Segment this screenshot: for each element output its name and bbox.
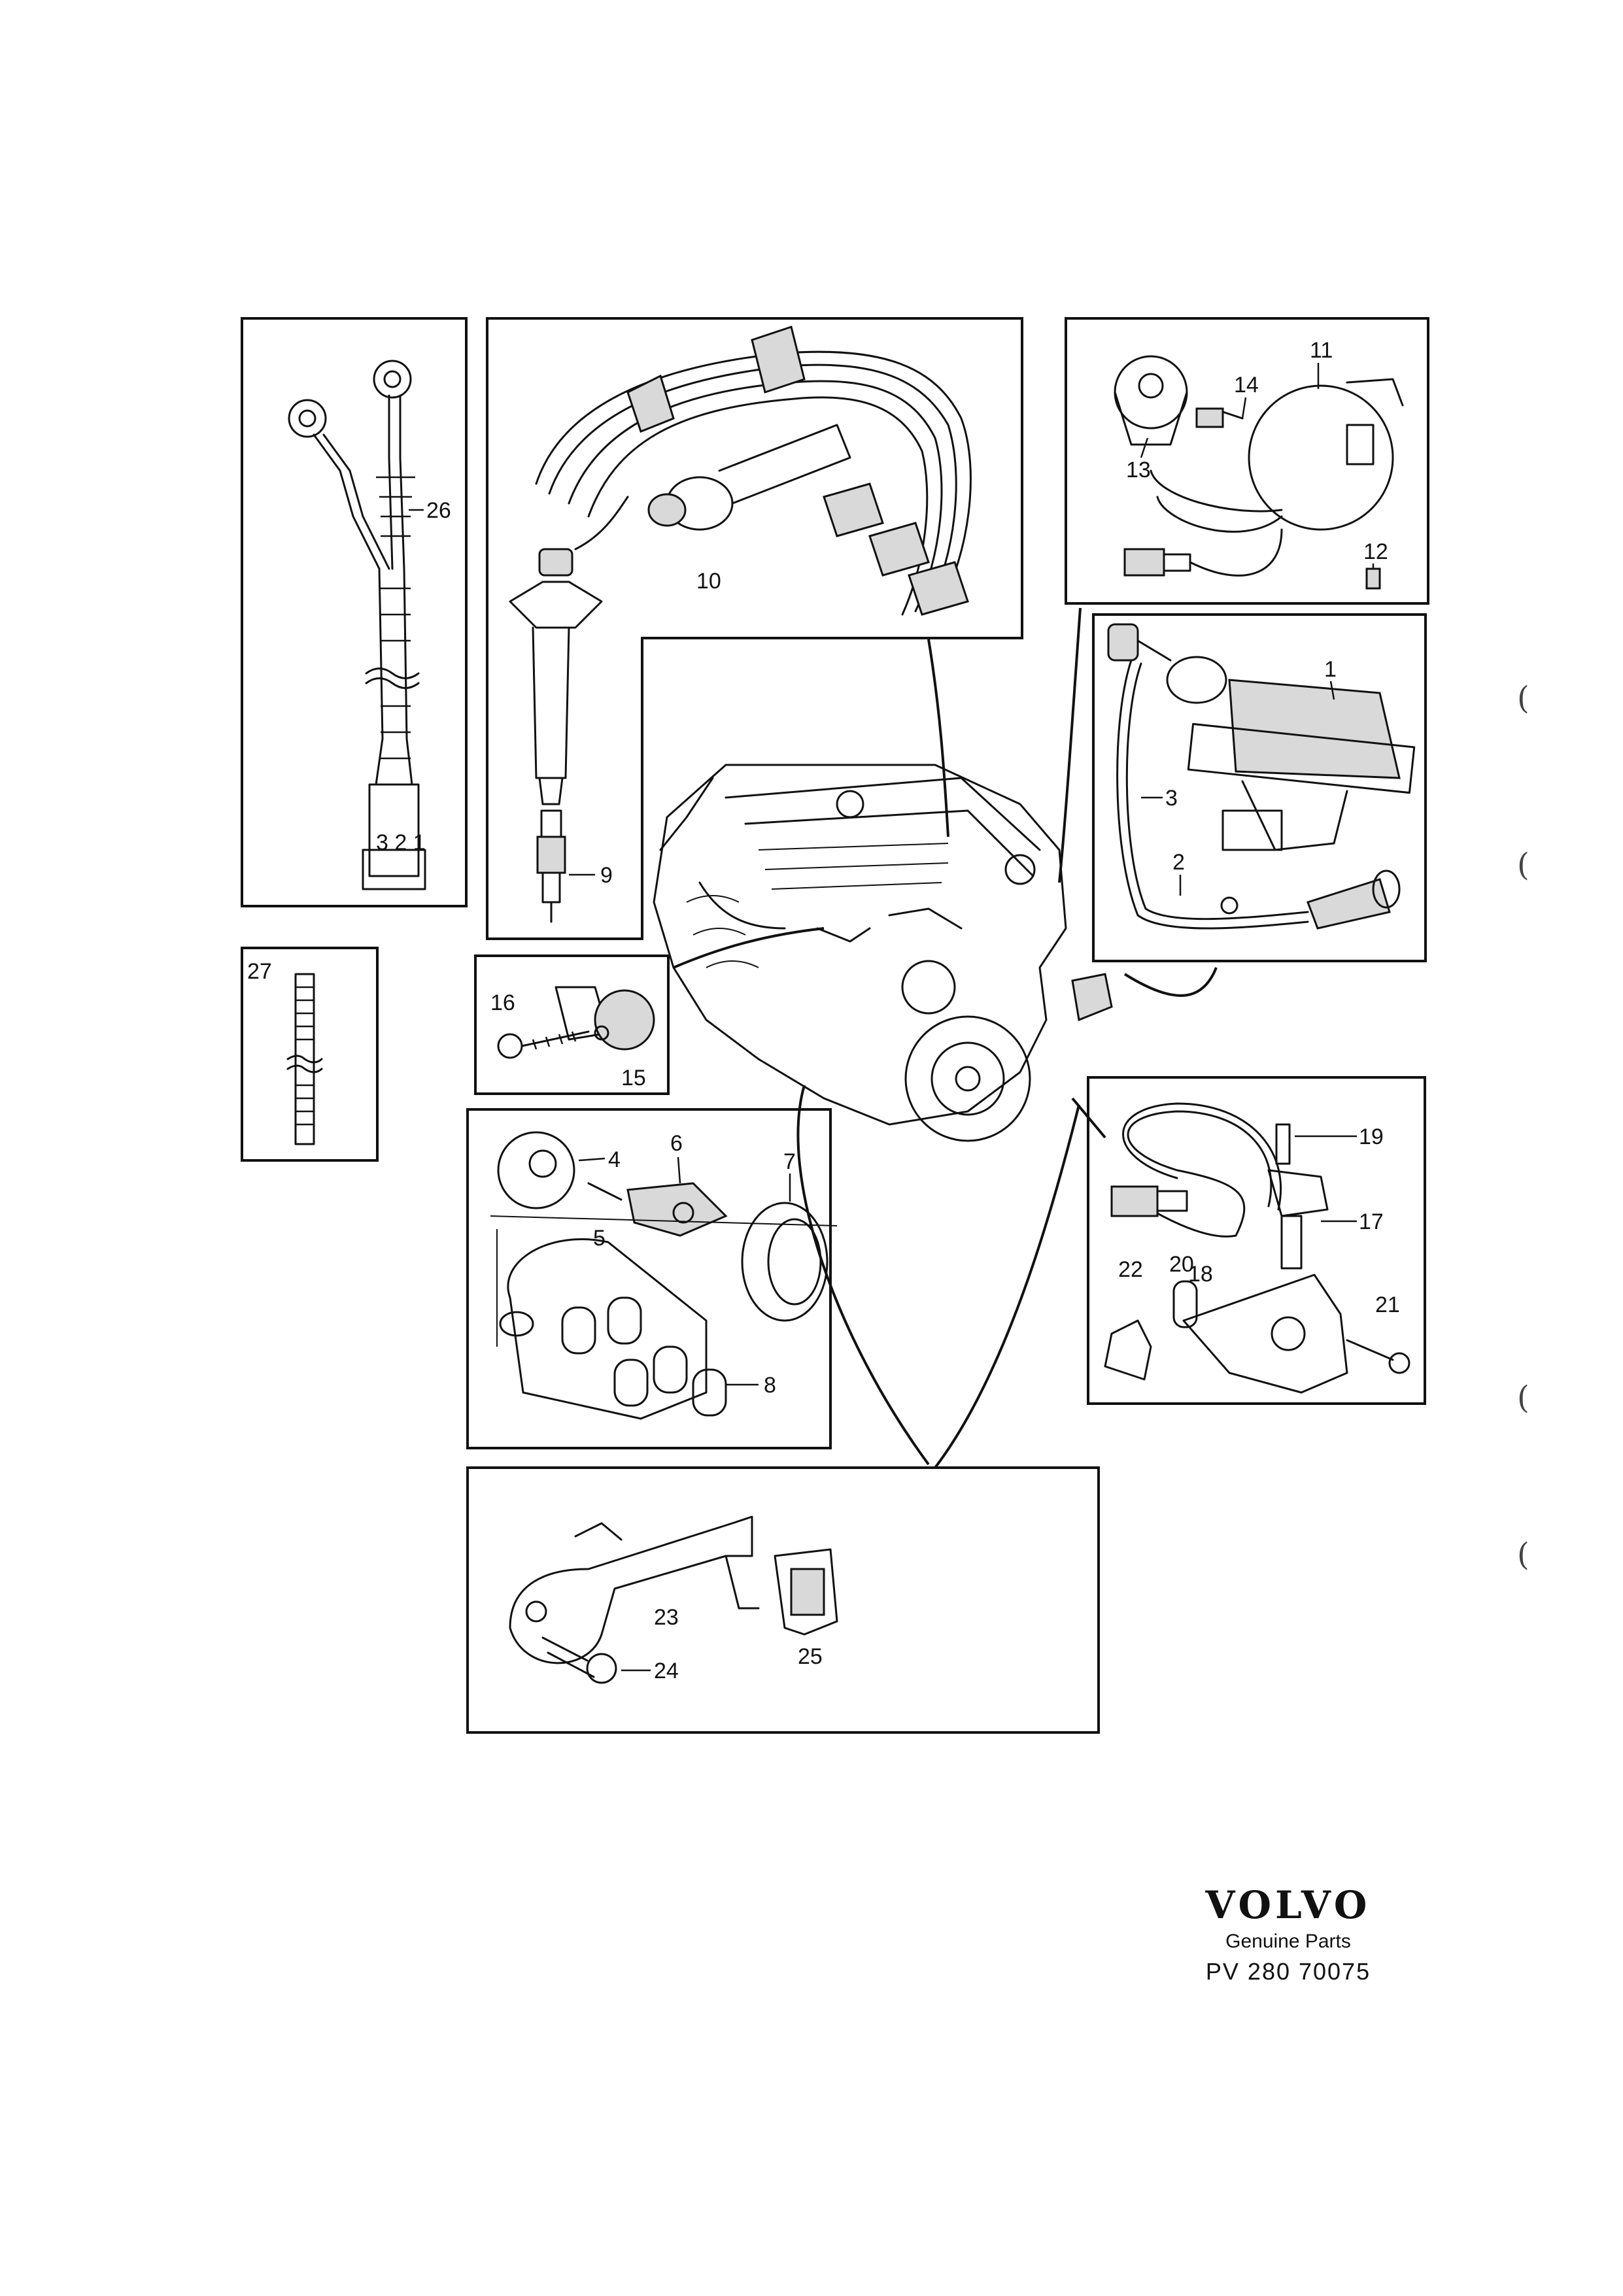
callout-27: 27 [247,959,272,984]
bracket-drawing [509,1515,838,1684]
crank-sensor-drawing [1104,1102,1410,1394]
callout-17: 17 [1359,1209,1384,1234]
brand-subtitle: Genuine Parts [1225,1931,1351,1952]
callout-1: 1 [1324,657,1337,682]
ignition-leads-drawing [509,326,972,923]
panel-knock-sensor: 16 15 [474,954,670,1095]
margin-mark: ( [1517,847,1529,883]
callout-16: 16 [490,990,515,1015]
callout-11: 11 [1310,338,1333,363]
margin-mark: ( [1517,1536,1529,1573]
sensor-housing-drawing [1114,355,1404,590]
callout-6: 6 [670,1131,683,1156]
knock-sensor-drawing [497,986,655,1059]
callout-23: 23 [654,1605,679,1630]
panel-sensor-housing: 11 14 13 12 [1065,317,1429,605]
callout-20: 20 [1169,1252,1194,1277]
panel-ignition-leads: 10 9 [486,317,1023,940]
harness-drawing [288,360,426,890]
volvo-logo: VOLVO [1205,1883,1371,1927]
panel-distributor: 4 5 6 7 8 [466,1108,838,1449]
callout-21: 21 [1375,1292,1400,1317]
callout-2: 2 [1172,850,1185,875]
callout-25: 25 [798,1644,823,1669]
margin-mark: ( [1517,680,1529,717]
callout-7: 7 [783,1149,796,1174]
distributor-drawing [490,1131,838,1420]
panel-sleeve: 27 [241,947,379,1162]
ignition-coil-drawing [1107,623,1416,930]
callout-3: 3 [1165,786,1178,811]
callout-14: 14 [1234,373,1259,397]
callout-8: 8 [764,1373,776,1398]
diagram-code: PV 280 70075 [1205,1958,1371,1985]
panel-crank-sensor: 19 17 20 22 18 21 [1087,1076,1426,1405]
callout-9: 9 [600,863,613,888]
margin-mark: ( [1517,1379,1529,1416]
panel-bracket: 23 24 25 [466,1466,1100,1734]
panel-harness: 3 2 1 26 [241,317,468,907]
leader-lines [673,607,1218,1469]
callout-15: 15 [621,1066,646,1090]
callout-19: 19 [1359,1124,1384,1149]
engine-overview [653,764,1113,1142]
panel-ignition-coil: 1 3 2 [1092,613,1427,962]
callout-13: 13 [1126,458,1151,482]
callout-5: 5 [593,1226,606,1251]
callout-4: 4 [608,1147,621,1172]
callout-24: 24 [654,1659,679,1683]
callout-12: 12 [1363,539,1388,564]
callout-18: 18 [1188,1262,1213,1287]
callout-22: 22 [1118,1257,1143,1282]
connector-pin-label: 3 2 1 [376,830,426,855]
callout-26: 26 [426,498,451,523]
sleeve-drawing [286,973,323,1145]
brand-block: VOLVO Genuine Parts PV 280 70075 [1170,1886,1406,1985]
callout-10: 10 [696,569,721,594]
